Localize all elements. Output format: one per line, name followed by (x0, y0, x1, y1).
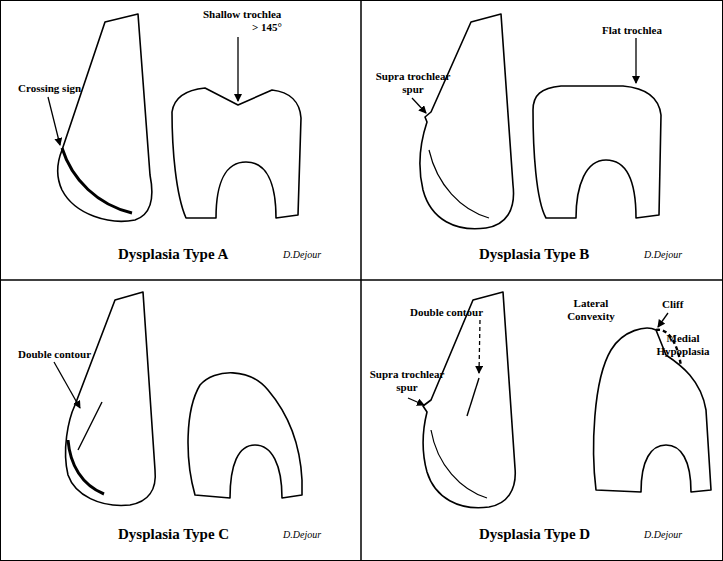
callout-label: Double contour (410, 306, 483, 319)
author-signature: D.Dejour (644, 529, 682, 541)
type-caption: Dysplasia Type A (118, 246, 228, 263)
type-b-drawings (420, 14, 661, 229)
type-caption: Dysplasia Type C (118, 526, 229, 543)
callout-label: Supra trochlear spur (372, 70, 454, 95)
type-a-drawings (58, 14, 301, 221)
author-signature: D.Dejour (283, 249, 321, 261)
author-signature: D.Dejour (283, 529, 321, 541)
callout-label: Cliff (662, 298, 683, 311)
author-signature: D.Dejour (644, 249, 682, 261)
callout-label: Shallow trochlea (203, 8, 281, 21)
divider (0, 279, 723, 281)
callout-label: Medial Hypoplasia (650, 332, 716, 357)
leader-arrows (48, 37, 668, 408)
type-d-drawings (423, 292, 711, 508)
type-caption: Dysplasia Type D (479, 526, 590, 543)
angle-value: > 145° (252, 21, 282, 34)
callout-label: Flat trochlea (602, 24, 662, 37)
callout-label: Crossing sign (18, 82, 81, 95)
type-c-drawings (66, 292, 302, 505)
callout-label: Double contour (18, 348, 91, 361)
callout-label: Supra trochlear spur (366, 368, 448, 393)
type-caption: Dysplasia Type B (479, 246, 589, 263)
callout-label: Lateral Convexity (558, 297, 624, 322)
